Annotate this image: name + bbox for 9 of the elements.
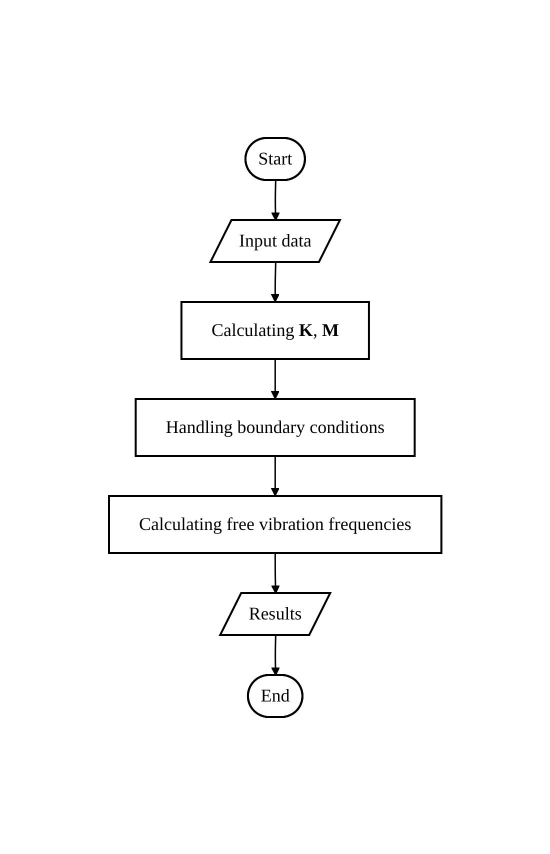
- arrow: [270, 358, 280, 399]
- arrow: [270, 262, 280, 302]
- node-box: Calculating free vibration frequencies: [108, 494, 442, 554]
- arrow: [270, 634, 280, 676]
- node-box: Handling boundary conditions: [134, 398, 416, 456]
- node-box: Calculating K, M: [180, 300, 370, 360]
- arrow: [270, 456, 280, 496]
- arrow: [270, 552, 280, 594]
- arrow: [270, 180, 280, 220]
